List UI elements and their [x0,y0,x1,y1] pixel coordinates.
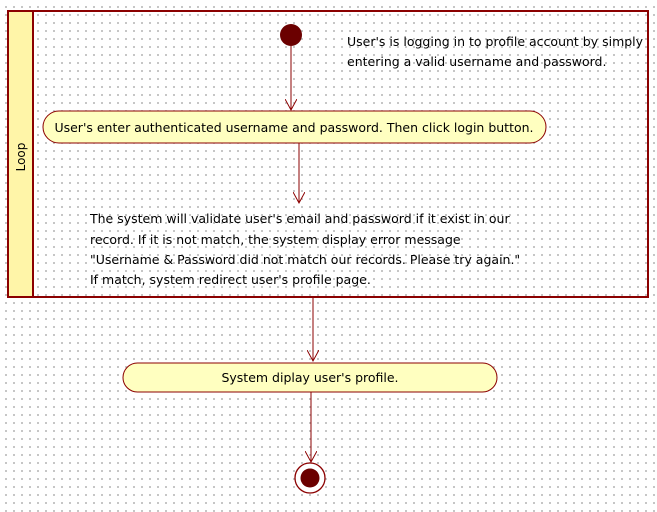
start-note-line: User's is logging in to profile account … [347,34,644,49]
activity-display-shape [122,362,498,393]
activity-display-profile[interactable]: System diplay user's profile. [122,362,498,393]
start-note: User's is logging in to profile account … [347,34,647,69]
activity-enter-label: User's enter authenticated username and … [54,120,533,135]
activity-display-label: System diplay user's profile. [221,370,398,385]
activity-enter-shape [42,110,547,144]
initial-node[interactable] [280,24,302,46]
activity-enter-credentials[interactable]: User's enter authenticated username and … [42,110,547,144]
loop-frame[interactable]: Loop [7,10,649,298]
final-node[interactable] [294,462,326,494]
validation-note: The system will validate user's email an… [89,211,524,287]
validation-note-line: "Username & Password did not match our r… [90,252,520,267]
validation-note-line: If match, system redirect user's profile… [90,272,371,287]
validation-note-line: The system will validate user's email an… [89,211,510,226]
start-note-line: entering a valid username and password. [347,54,606,69]
validation-note-line: record. If it is not match, the system d… [90,232,461,247]
final-node-inner [300,468,320,488]
loop-frame-tab [7,10,34,298]
loop-label: Loop [14,143,28,172]
